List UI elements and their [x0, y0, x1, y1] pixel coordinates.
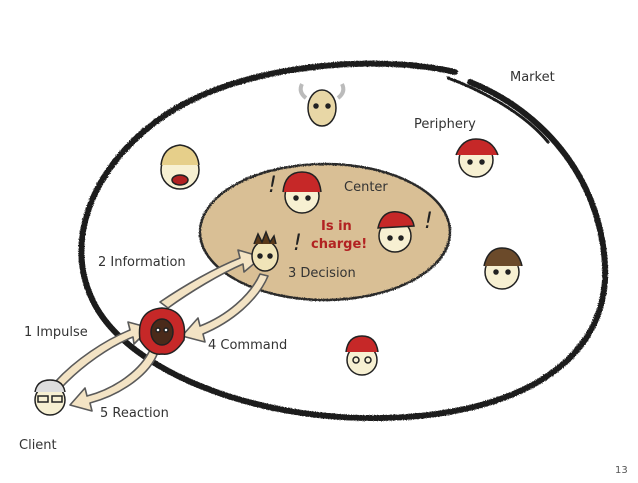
arrows — [54, 249, 269, 412]
market-label: Market — [510, 70, 555, 85]
exclamation-mark-1: ! — [268, 173, 277, 198]
page-number: 13 — [615, 465, 628, 476]
in-charge-line-2: charge! — [311, 237, 367, 252]
face-icon — [483, 247, 523, 290]
face-icon — [34, 379, 66, 416]
face-icon — [455, 138, 499, 178]
face-icon — [251, 229, 279, 272]
face-icon — [138, 307, 186, 355]
face-icon — [160, 144, 200, 190]
command-label: 4 Command — [208, 338, 287, 353]
market-circle — [78, 60, 609, 422]
information-arrow-icon — [159, 249, 263, 309]
impulse-label: 1 Impulse — [24, 325, 88, 340]
exclamation-mark-2: ! — [424, 209, 433, 234]
reaction-arrow-icon — [69, 349, 159, 412]
in-charge-line-1: Is in — [321, 219, 352, 234]
periphery-label: Periphery — [414, 117, 476, 132]
face-icon — [298, 83, 346, 127]
face-icon — [282, 171, 322, 214]
center-label: Center — [344, 180, 388, 195]
command-arrow-icon — [181, 273, 269, 343]
exclamation-mark-3: ! — [293, 231, 302, 256]
face-icon — [345, 335, 379, 376]
reaction-label: 5 Reaction — [100, 406, 169, 421]
client-label: Client — [19, 438, 57, 453]
decision-label: 3 Decision — [288, 266, 356, 281]
face-icon — [377, 211, 415, 253]
information-label: 2 Information — [98, 255, 186, 270]
